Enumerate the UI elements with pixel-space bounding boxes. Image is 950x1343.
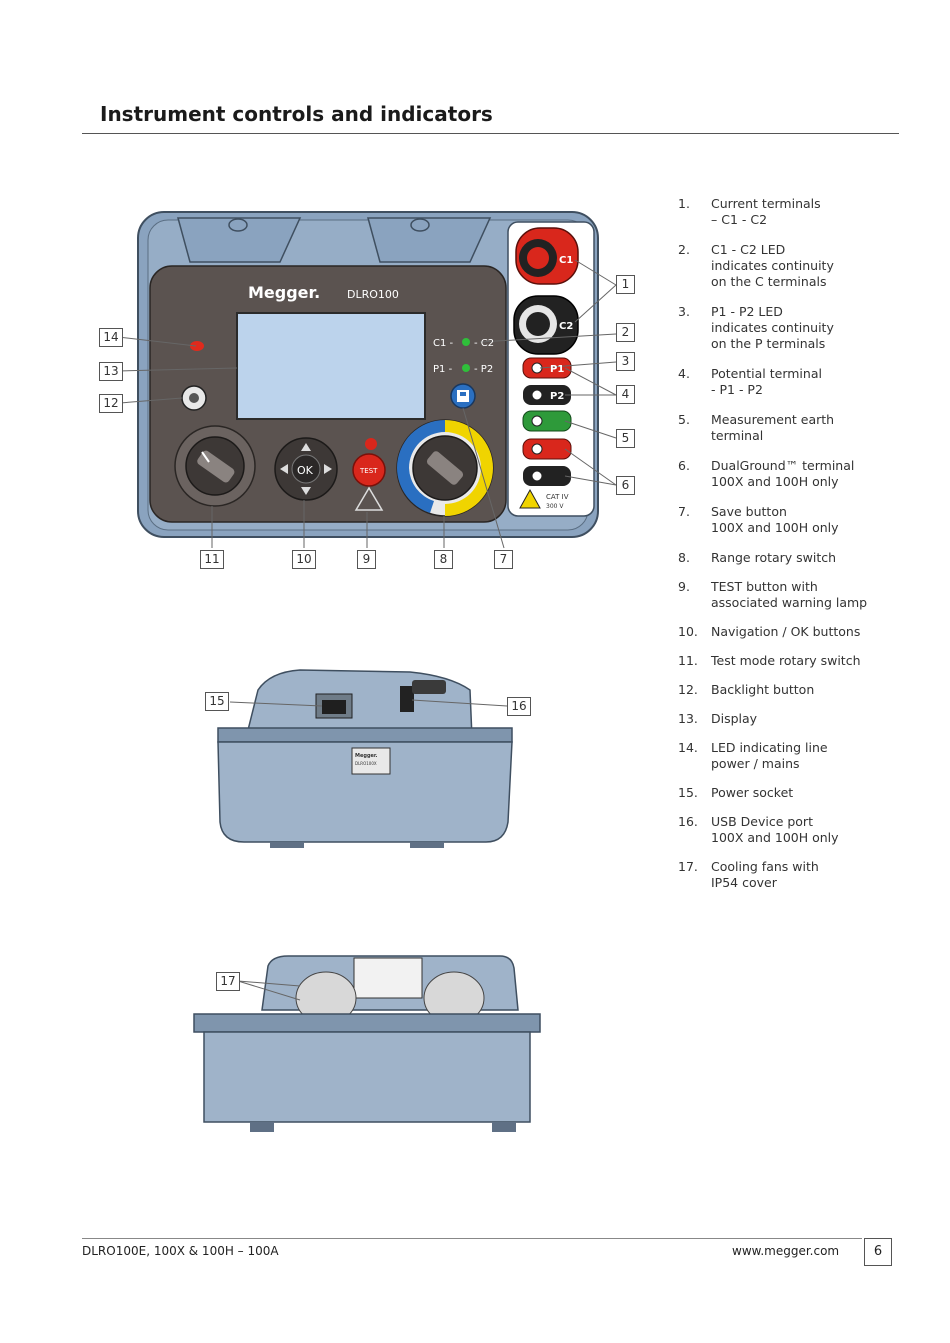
- callout-4: 4: [616, 385, 635, 404]
- legend-item: 12. Backlight button: [678, 682, 938, 698]
- legend-text: Range rotary switch: [711, 550, 836, 565]
- legend-text: Test mode rotary switch: [711, 653, 861, 668]
- legend-number: 13.: [678, 711, 698, 727]
- callout-16: 16: [507, 697, 531, 716]
- legend-number: 14.: [678, 740, 698, 756]
- callout-17: 17: [216, 972, 240, 991]
- callout-2: 2: [616, 323, 635, 342]
- legend-text: Current terminals – C1 - C2: [711, 196, 821, 227]
- legend-item: 5. Measurement earth terminal: [678, 412, 938, 444]
- cat-voltage: 300 V: [546, 503, 564, 510]
- legend-item: 10. Navigation / OK buttons: [678, 624, 938, 640]
- legend-item: 16. USB Device port 100X and 100H only: [678, 814, 938, 846]
- p2-terminal-label: P2: [550, 391, 564, 402]
- legend-number: 16.: [678, 814, 698, 830]
- callout-6: 6: [616, 476, 635, 495]
- brand-label: Megger.: [248, 283, 320, 302]
- rear-view: [194, 956, 540, 1132]
- legend-text: Cooling fans with IP54 cover: [711, 859, 819, 890]
- legend-text: Backlight button: [711, 682, 814, 697]
- legend-number: 8.: [678, 550, 690, 566]
- legend-text: P1 - P2 LED indicates continuity on the …: [711, 304, 834, 351]
- legend-number: 2.: [678, 242, 690, 258]
- legend-text: Power socket: [711, 785, 793, 800]
- p1-terminal-label: P1: [550, 364, 564, 375]
- side-model-label: DLRO100X: [355, 761, 377, 766]
- legend-number: 17.: [678, 859, 698, 875]
- side-view: [218, 670, 512, 848]
- c-led-label: C1 -: [433, 338, 454, 349]
- legend-item: 2. C1 - C2 LED indicates continuity on th…: [678, 242, 938, 290]
- callout-9: 9: [357, 550, 376, 569]
- footer-rule: [82, 1238, 862, 1239]
- legend-number: 10.: [678, 624, 698, 640]
- legend-item: 15. Power socket: [678, 785, 938, 801]
- legend-text: LED indicating line power / mains: [711, 740, 828, 771]
- callout-15: 15: [205, 692, 229, 711]
- page-number: 6: [864, 1238, 892, 1266]
- legend-number: 15.: [678, 785, 698, 801]
- callout-8: 8: [434, 550, 453, 569]
- legend-number: 5.: [678, 412, 690, 428]
- legend-number: 4.: [678, 366, 690, 382]
- legend-number: 1.: [678, 196, 690, 212]
- legend-item: 3. P1 - P2 LED indicates continuity on th…: [678, 304, 938, 352]
- legend-number: 6.: [678, 458, 690, 474]
- legend-item: 11. Test mode rotary switch: [678, 653, 938, 669]
- legend-item: 6. DualGround™ terminal 100X and 100H onl…: [678, 458, 938, 490]
- legend-item: 9. TEST button with associated warning la…: [678, 579, 938, 611]
- legend-text: Display: [711, 711, 757, 726]
- legend-text: USB Device port 100X and 100H only: [711, 814, 839, 845]
- legend-number: 12.: [678, 682, 698, 698]
- callout-10: 10: [292, 550, 316, 569]
- legend-text: TEST button with associated warning lamp: [711, 579, 867, 610]
- legend-item: 4. Potential terminal - P1 - P2: [678, 366, 938, 398]
- legend-list: 1. Current terminals – C1 - C2 2. C1 - C2 …: [678, 196, 938, 891]
- legend-text: Navigation / OK buttons: [711, 624, 860, 639]
- test-label: TEST: [359, 467, 378, 475]
- p-led-label: P1 -: [433, 364, 453, 375]
- legend-item: 17. Cooling fans with IP54 cover: [678, 859, 938, 891]
- legend-text: C1 - C2 LED indicates continuity on the …: [711, 242, 834, 289]
- legend-item: 8. Range rotary switch: [678, 550, 938, 566]
- callout-12: 12: [99, 394, 123, 413]
- legend-number: 3.: [678, 304, 690, 320]
- callout-5: 5: [616, 429, 635, 448]
- cat-label: CAT IV: [546, 493, 569, 501]
- legend-text: Potential terminal - P1 - P2: [711, 366, 822, 397]
- front-view: [138, 212, 598, 537]
- callout-3: 3: [616, 352, 635, 371]
- legend-item: 7. Save button 100X and 100H only: [678, 504, 938, 536]
- c2-led-label: - C2: [474, 338, 494, 349]
- legend-item: 13. Display: [678, 711, 938, 727]
- footer-document-title: DLRO100E, 100X & 100H – 100A: [82, 1244, 279, 1258]
- legend-item: 1. Current terminals – C1 - C2: [678, 196, 938, 228]
- side-brand-label: Megger.: [355, 753, 378, 759]
- ok-label: OK: [297, 464, 314, 477]
- callout-1: 1: [616, 275, 635, 294]
- callout-13: 13: [99, 362, 123, 381]
- legend-text: Measurement earth terminal: [711, 412, 834, 443]
- callout-14: 14: [99, 328, 123, 347]
- c1-terminal-label: C1: [559, 255, 573, 266]
- footer-website-link[interactable]: www.megger.com: [732, 1244, 839, 1258]
- legend-number: 11.: [678, 653, 698, 669]
- display-screen: [237, 313, 425, 419]
- legend-text: Save button 100X and 100H only: [711, 504, 839, 535]
- c2-terminal-label: C2: [559, 321, 573, 332]
- callout-11: 11: [200, 550, 224, 569]
- legend-number: 7.: [678, 504, 690, 520]
- legend-text: DualGround™ terminal 100X and 100H only: [711, 458, 854, 489]
- legend-item: 14. LED indicating line power / mains: [678, 740, 938, 772]
- legend-number: 9.: [678, 579, 690, 595]
- model-label: DLRO100: [347, 288, 399, 301]
- p2-led-label: - P2: [474, 364, 493, 375]
- callout-7: 7: [494, 550, 513, 569]
